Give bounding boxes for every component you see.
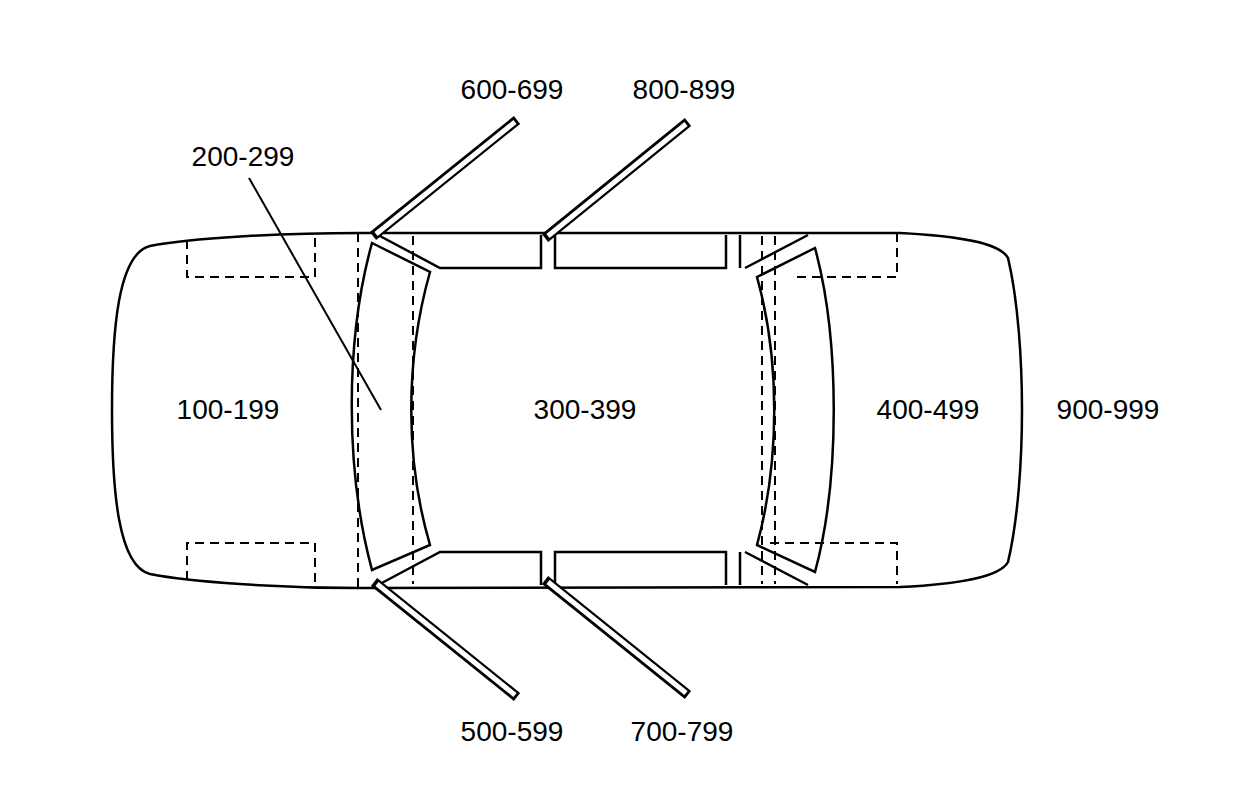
car-body-outline <box>112 233 1022 588</box>
zone-label-holder: 900-999 <box>1057 395 1160 426</box>
windshield <box>352 243 430 570</box>
leader-line <box>249 178 381 410</box>
zone-number-range: 400-499 <box>877 394 980 425</box>
zone-label-holder: 100-199 <box>177 395 280 426</box>
zone-label-holder: 800-899 <box>633 75 736 106</box>
open-door-front-right <box>374 582 517 697</box>
open-door-rear-right <box>545 580 688 695</box>
zone-label-holder: 500-599 <box>461 717 564 748</box>
door-outlines-top <box>378 235 808 268</box>
zone-label-holder: 200-299 <box>192 142 295 173</box>
door-outlines-bottom <box>378 552 808 585</box>
open-door-front-left <box>373 120 517 236</box>
zone-label-holder: 700-799 <box>631 717 734 748</box>
open-door-rear-left <box>545 122 688 238</box>
zone-number-range: 800-899 <box>633 74 736 105</box>
zone-label-holder: 300-399 <box>534 395 637 426</box>
zone-number-range: 200-299 <box>192 141 295 172</box>
zone-label-holder: 600-699 <box>461 75 564 106</box>
zone-number-range: 300-399 <box>534 394 637 425</box>
zone-number-range: 900-999 <box>1057 394 1160 425</box>
rear-window <box>757 248 834 572</box>
rear-bulkhead-dashes <box>762 236 775 584</box>
zone-label-holder: 400-499 <box>877 395 980 426</box>
zone-number-range: 100-199 <box>177 394 280 425</box>
firewall-dashes <box>358 233 413 588</box>
zone-number-range: 700-799 <box>631 716 734 747</box>
zone-number-range: 500-599 <box>461 716 564 747</box>
zone-number-range: 600-699 <box>461 74 564 105</box>
